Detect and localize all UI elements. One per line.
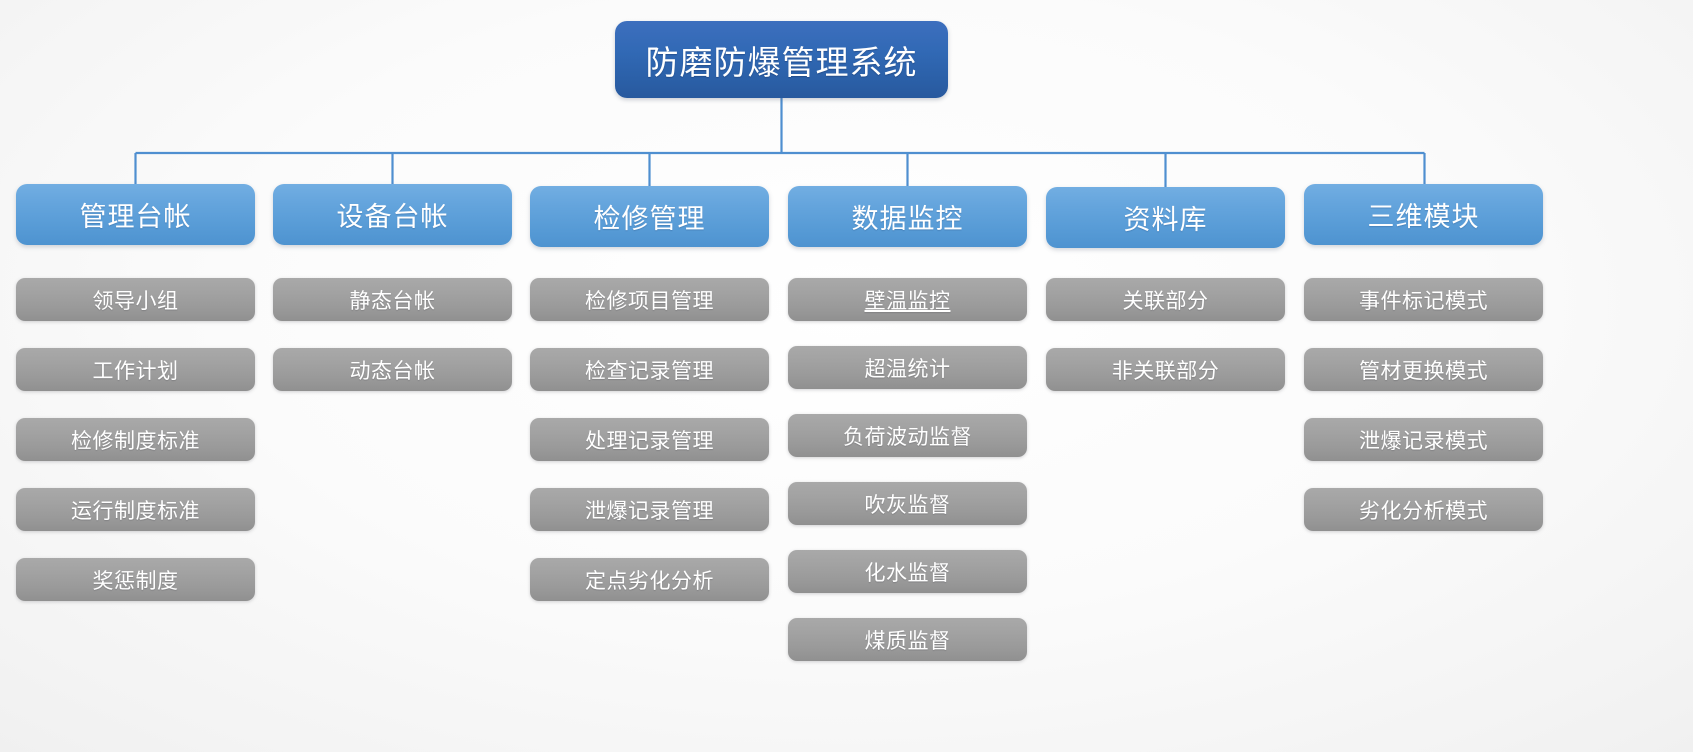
level3-node-1-4[interactable]: 运行制度标准 [16, 488, 255, 531]
level3-node-label: 检修项目管理 [585, 289, 714, 313]
level3-node-3-1[interactable]: 检修项目管理 [530, 278, 769, 321]
level3-node-label: 化水监督 [864, 561, 951, 585]
root-node[interactable]: 防磨防爆管理系统 [615, 21, 948, 98]
level3-node-label: 处理记录管理 [585, 429, 714, 453]
level3-node-label: 壁温监控 [864, 289, 951, 313]
level3-node-label: 检修制度标准 [71, 429, 200, 453]
level3-node-label: 工作计划 [92, 359, 179, 383]
level2-node-label: 检修管理 [593, 204, 706, 234]
level3-node-5-2[interactable]: 非关联部分 [1046, 348, 1285, 391]
level3-node-4-3[interactable]: 负荷波动监督 [788, 414, 1027, 457]
level3-node-label: 奖惩制度 [92, 569, 179, 593]
level2-node-label: 管理台帐 [79, 202, 192, 232]
level3-node-3-5[interactable]: 定点劣化分析 [530, 558, 769, 601]
level3-node-1-5[interactable]: 奖惩制度 [16, 558, 255, 601]
level3-node-label: 管材更换模式 [1359, 359, 1488, 383]
level3-node-label: 非关联部分 [1111, 359, 1220, 383]
level3-node-4-6[interactable]: 煤质监督 [788, 618, 1027, 661]
level3-node-6-3[interactable]: 泄爆记录模式 [1304, 418, 1543, 461]
level3-node-6-2[interactable]: 管材更换模式 [1304, 348, 1543, 391]
level3-node-label: 关联部分 [1122, 289, 1209, 313]
level3-node-3-3[interactable]: 处理记录管理 [530, 418, 769, 461]
level3-node-3-2[interactable]: 检查记录管理 [530, 348, 769, 391]
level2-node-label: 设备台帐 [336, 202, 449, 232]
level2-node-label: 数据监控 [851, 204, 964, 234]
level3-node-2-1[interactable]: 静态台帐 [273, 278, 512, 321]
level3-node-1-1[interactable]: 领导小组 [16, 278, 255, 321]
level3-node-label: 静态台帐 [349, 289, 436, 313]
level3-node-label: 吹灰监督 [864, 493, 951, 517]
level3-node-6-4[interactable]: 劣化分析模式 [1304, 488, 1543, 531]
level3-node-label: 煤质监督 [864, 629, 951, 653]
level3-node-label: 负荷波动监督 [843, 425, 972, 449]
level2-node-4[interactable]: 数据监控 [788, 186, 1027, 247]
level3-node-label: 领导小组 [92, 289, 179, 313]
level3-node-label: 检查记录管理 [585, 359, 714, 383]
level3-node-label: 运行制度标准 [71, 499, 200, 523]
root-node-label: 防磨防爆管理系统 [645, 43, 918, 81]
level3-node-label: 超温统计 [864, 357, 951, 381]
level3-node-4-4[interactable]: 吹灰监督 [788, 482, 1027, 525]
level3-node-4-1[interactable]: 壁温监控 [788, 278, 1027, 321]
level3-node-2-2[interactable]: 动态台帐 [273, 348, 512, 391]
level3-node-6-1[interactable]: 事件标记模式 [1304, 278, 1543, 321]
level3-node-label: 动态台帐 [349, 359, 436, 383]
level2-node-label: 三维模块 [1367, 202, 1480, 232]
level2-node-1[interactable]: 管理台帐 [16, 184, 255, 245]
level3-node-label: 泄爆记录模式 [1359, 429, 1488, 453]
level2-node-3[interactable]: 检修管理 [530, 186, 769, 247]
level2-node-6[interactable]: 三维模块 [1304, 184, 1543, 245]
level3-node-4-5[interactable]: 化水监督 [788, 550, 1027, 593]
level3-node-label: 劣化分析模式 [1359, 499, 1488, 523]
level3-node-1-2[interactable]: 工作计划 [16, 348, 255, 391]
level3-node-label: 定点劣化分析 [585, 569, 714, 593]
level2-node-2[interactable]: 设备台帐 [273, 184, 512, 245]
level3-node-label: 事件标记模式 [1359, 289, 1488, 313]
level3-node-1-3[interactable]: 检修制度标准 [16, 418, 255, 461]
level3-node-5-1[interactable]: 关联部分 [1046, 278, 1285, 321]
level2-node-5[interactable]: 资料库 [1046, 187, 1285, 248]
level3-node-label: 泄爆记录管理 [585, 499, 714, 523]
level3-node-4-2[interactable]: 超温统计 [788, 346, 1027, 389]
level3-node-3-4[interactable]: 泄爆记录管理 [530, 488, 769, 531]
level2-node-label: 资料库 [1123, 205, 1208, 235]
